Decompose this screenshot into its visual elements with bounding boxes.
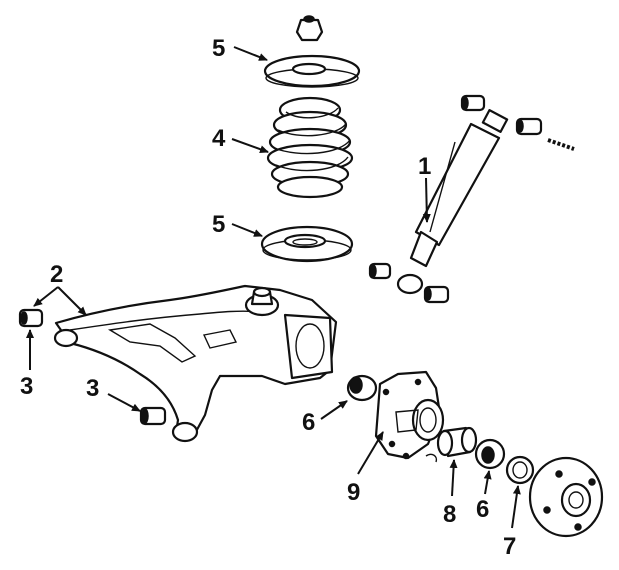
arm-bushing-left xyxy=(18,308,44,328)
callout-4-coil-spring: 4 xyxy=(212,125,226,152)
callout-5-upper-seat: 5 xyxy=(212,35,225,62)
callout-9-hub-carrier: 9 xyxy=(347,479,360,506)
wheel-bearing-right xyxy=(474,438,506,470)
bearing-spacer xyxy=(436,426,478,458)
callout-6-bearing-left: 6 xyxy=(302,409,315,436)
shock-bushing-top-left xyxy=(460,94,486,112)
callout-8-spacer: 8 xyxy=(443,501,456,528)
top-mount-nut xyxy=(295,15,324,42)
callout-7-seal: 7 xyxy=(503,533,516,560)
hub-carrier xyxy=(374,370,445,463)
upper-spring-seat xyxy=(263,54,361,88)
shock-bushing-bottom-right xyxy=(423,285,450,304)
callout-3-bushing-left: 3 xyxy=(20,373,33,400)
arm-bushing-mid xyxy=(139,406,167,426)
shock-absorber xyxy=(396,109,509,295)
wheel-hub xyxy=(528,456,604,538)
control-arm xyxy=(53,284,338,443)
leader-lines xyxy=(26,46,521,529)
callout-1-shock: 1 xyxy=(418,153,431,180)
shock-bushing-top-right xyxy=(515,117,543,136)
coil-spring xyxy=(266,96,354,199)
shock-mount-bolt xyxy=(547,138,575,151)
lower-spring-seat xyxy=(260,225,354,263)
wheel-bearing-left xyxy=(346,374,378,402)
shock-bushing-bottom-left xyxy=(368,262,392,280)
callout-3-bushing-mid: 3 xyxy=(86,375,99,402)
callout-6-bearing-right: 6 xyxy=(476,496,489,523)
callout-5-lower-seat: 5 xyxy=(212,211,225,238)
callout-2-control-arm: 2 xyxy=(50,261,63,288)
grease-seal xyxy=(505,455,535,485)
